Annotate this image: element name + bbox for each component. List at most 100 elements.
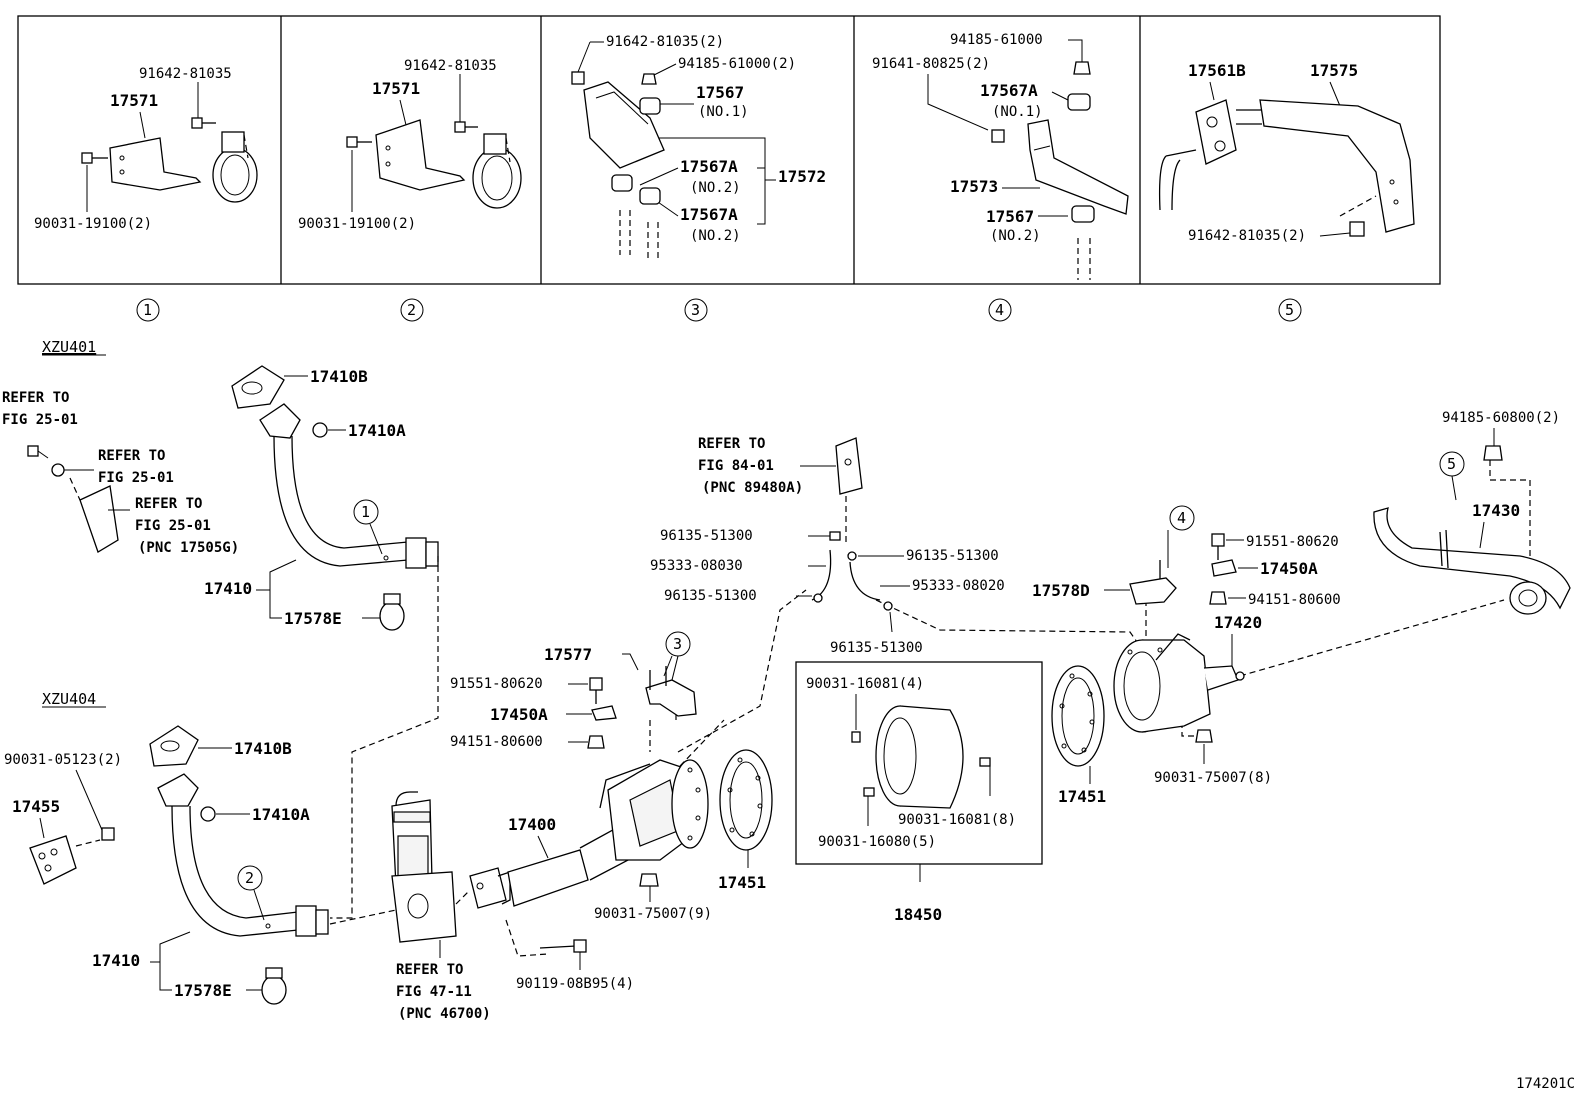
refer-note-1-line1: REFER TO — [2, 390, 69, 406]
label-no2-b: (NO.2) — [690, 228, 741, 244]
part-17451: 17451 — [718, 873, 766, 892]
part-17430: 17430 — [1472, 501, 1520, 520]
panel-number-2: 2 — [407, 301, 416, 319]
label-17567: 17567 — [986, 207, 1034, 226]
part-96135-51300-d: 96135-51300 — [830, 640, 923, 656]
top-panels — [17, 15, 1441, 285]
panel-5: 17561B 17575 91642-81035(2) — [1158, 61, 1415, 244]
part-96135-51300-c: 96135-51300 — [664, 588, 757, 604]
rear-muffler-17420-group: 17420 90031-75007(8) — [1113, 613, 1272, 786]
part-17455: 17455 — [12, 797, 60, 816]
part-17578e: 17578E — [174, 981, 232, 1000]
panel-3: 91642-81035(2) 94185-61000(2) 17567 (NO.… — [571, 34, 826, 262]
label-91641-80825-2: 91641-80825(2) — [872, 56, 990, 72]
label-91642-81035-2: 91642-81035(2) — [1188, 228, 1306, 244]
callout-3: 3 — [673, 635, 682, 653]
part-91551-80620: 91551-80620 — [450, 676, 543, 692]
label-17561b: 17561B — [1188, 61, 1246, 80]
part-17578e: 17578E — [284, 609, 342, 628]
part-94151-80600: 94151-80600 — [1248, 592, 1341, 608]
refer-note-4-line1: REFER TO — [698, 436, 765, 452]
part-95333-08020: 95333-08020 — [912, 578, 1005, 594]
label-91642-81035-2: 91642-81035(2) — [606, 34, 724, 50]
part-90031-75007-9: 90031-75007(9) — [594, 906, 712, 922]
panel-4: 94185-61000 91641-80825(2) 17567A (NO.1)… — [872, 32, 1129, 280]
panel-number-3: 3 — [691, 301, 700, 319]
gasket-17451-left: 17451 — [718, 749, 773, 892]
panel-number-4: 4 — [995, 301, 1004, 319]
label-17573: 17573 — [950, 177, 998, 196]
muffler-17400-group: 17400 90031-75007(9) 90119-08B95(4) — [469, 759, 712, 992]
callout-5: 5 — [1447, 455, 1456, 473]
label-no2: (NO.2) — [690, 180, 741, 196]
part-17420: 17420 — [1214, 613, 1262, 632]
refer-note-2-line2: FIG 25-01 — [98, 470, 174, 486]
part-94185-60800: 94185-60800(2) — [1442, 410, 1560, 426]
part-90031-16081-4: 90031-16081(4) — [806, 676, 924, 692]
part-17400: 17400 — [508, 815, 556, 834]
refer-note-1-line2: FIG 25-01 — [2, 412, 78, 428]
label-17572: 17572 — [778, 167, 826, 186]
part-17450a: 17450A — [490, 705, 548, 724]
part-17410: 17410 — [204, 579, 252, 598]
variant-xzu404: XZU404 — [42, 690, 96, 708]
part-17577: 17577 — [544, 645, 592, 664]
gasket-17451-right: 17451 — [1051, 665, 1106, 806]
label-90031-19100: 90031-19100(2) — [34, 216, 152, 232]
refer-note-5-line1: REFER TO — [396, 962, 463, 978]
part-17578d: 17578D — [1032, 581, 1090, 600]
variant-xzu401: XZU401 — [42, 338, 96, 356]
part-18450: 18450 — [894, 905, 942, 924]
label-91642-81035: 91642-81035 — [139, 66, 232, 82]
sensor-hose-group: REFER TO FIG 84-01 (PNC 89480A) 96135-51… — [650, 436, 1005, 656]
figure-code: 174201C — [1516, 1076, 1575, 1092]
panel-number-1: 1 — [143, 301, 152, 319]
bracket-17578d-group: 4 17578D 91551-80620 17450A 94151-80600 — [1032, 505, 1341, 608]
part-94151-80600: 94151-80600 — [450, 734, 543, 750]
label-94185-61000: 94185-61000 — [950, 32, 1043, 48]
part-17410a: 17410A — [252, 805, 310, 824]
label-17567a-b: 17567A — [680, 205, 738, 224]
label-no1: (NO.1) — [698, 104, 749, 120]
part-17410b: 17410B — [234, 739, 292, 758]
part-96135-51300-b: 96135-51300 — [906, 548, 999, 564]
connection-lines — [329, 460, 1531, 957]
label-90031-19100: 90031-19100(2) — [298, 216, 416, 232]
refer-note-2-line1: REFER TO — [98, 448, 165, 464]
xzu401-front-pipe-group: XZU401 REFER TO FIG 25-01 REFER TO FIG 2… — [2, 338, 439, 631]
label-17571: 17571 — [110, 91, 158, 110]
panel-numbers: 1 2 3 4 5 — [136, 298, 1302, 322]
label-17567a: 17567A — [680, 157, 738, 176]
label-17571: 17571 — [372, 79, 420, 98]
label-17567a: 17567A — [980, 81, 1038, 100]
exhaust-brake-group: REFER TO FIG 47-11 (PNC 46700) — [391, 791, 491, 1022]
part-90119-08b95: 90119-08B95(4) — [516, 976, 634, 992]
refer-note-4-line3: (PNC 89480A) — [702, 480, 803, 496]
bracket-17577-group: 17577 3 91551-80620 17450A 94151-80600 — [450, 631, 697, 750]
part-90031-75007-8: 90031-75007(8) — [1154, 770, 1272, 786]
label-94185-61000-2: 94185-61000(2) — [678, 56, 796, 72]
refer-note-4-line2: FIG 84-01 — [698, 458, 774, 474]
part-90031-05123: 90031-05123(2) — [4, 752, 122, 768]
label-17567: 17567 — [696, 83, 744, 102]
callout-2: 2 — [245, 869, 254, 887]
refer-note-3-line1: REFER TO — [135, 496, 202, 512]
part-17410: 17410 — [92, 951, 140, 970]
part-96135-51300-a: 96135-51300 — [660, 528, 753, 544]
part-17410a: 17410A — [348, 421, 406, 440]
callout-4: 4 — [1177, 509, 1186, 527]
label-91642-81035: 91642-81035 — [404, 58, 497, 74]
part-17410b: 17410B — [310, 367, 368, 386]
panel-1: 91642-81035 17571 90031-19100(2) — [34, 66, 258, 232]
part-91551-80620: 91551-80620 — [1246, 534, 1339, 550]
callout-1: 1 — [361, 503, 370, 521]
part-95333-08030: 95333-08030 — [650, 558, 743, 574]
tail-pipe-17430-group: 94185-60800(2) 5 17430 — [1373, 410, 1571, 615]
label-no2: (NO.2) — [990, 228, 1041, 244]
panel-number-5: 5 — [1285, 301, 1294, 319]
refer-note-3-line2: FIG 25-01 — [135, 518, 211, 534]
silencer-insulator-18450-group: 90031-16081(4) 90031-16081(8) 90031-1608… — [795, 661, 1043, 924]
part-90031-16080: 90031-16080(5) — [818, 834, 936, 850]
refer-note-3-line3: (PNC 17505G) — [138, 540, 239, 556]
